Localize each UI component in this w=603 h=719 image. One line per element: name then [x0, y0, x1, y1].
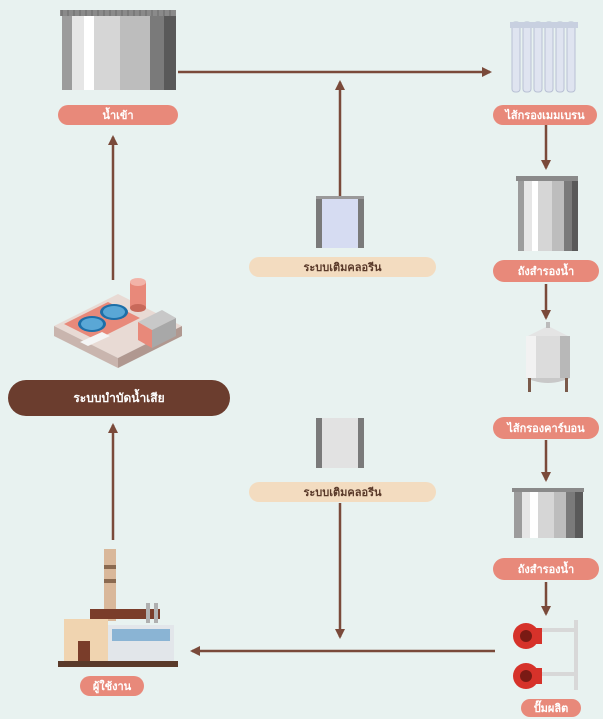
wastewater-plant-icon — [54, 278, 182, 368]
chlorine-tank-top-icon — [316, 196, 364, 248]
label-storage-tank-2: ถังสำรองน้ำ — [493, 558, 599, 580]
storage-tank-2-icon — [512, 488, 584, 538]
label-chlorine-bottom: ระบบเติมคลอรีน — [249, 482, 436, 502]
membrane-filter-icon — [510, 21, 578, 93]
pump-icon — [513, 620, 578, 690]
factory-user-icon — [58, 549, 178, 667]
intake-tank-icon — [60, 10, 176, 90]
chlorine-tank-bottom-icon — [316, 418, 364, 468]
storage-tank-1-icon — [516, 176, 578, 251]
label-intake: น้ำเข้า — [58, 105, 178, 125]
label-membrane-filter: ไส้กรองเมมเบรน — [493, 105, 597, 125]
label-storage-tank-1: ถังสำรองน้ำ — [493, 260, 599, 282]
label-wastewater-system: ระบบบำบัดน้ำเสีย — [8, 380, 230, 416]
label-pump: ปั๊มผลิต — [521, 699, 581, 717]
label-user: ผู้ใช้งาน — [80, 676, 144, 696]
label-carbon-filter: ไส้กรองคาร์บอน — [493, 417, 599, 439]
label-chlorine-top: ระบบเติมคลอรีน — [249, 257, 436, 277]
carbon-filter-icon — [526, 322, 570, 392]
